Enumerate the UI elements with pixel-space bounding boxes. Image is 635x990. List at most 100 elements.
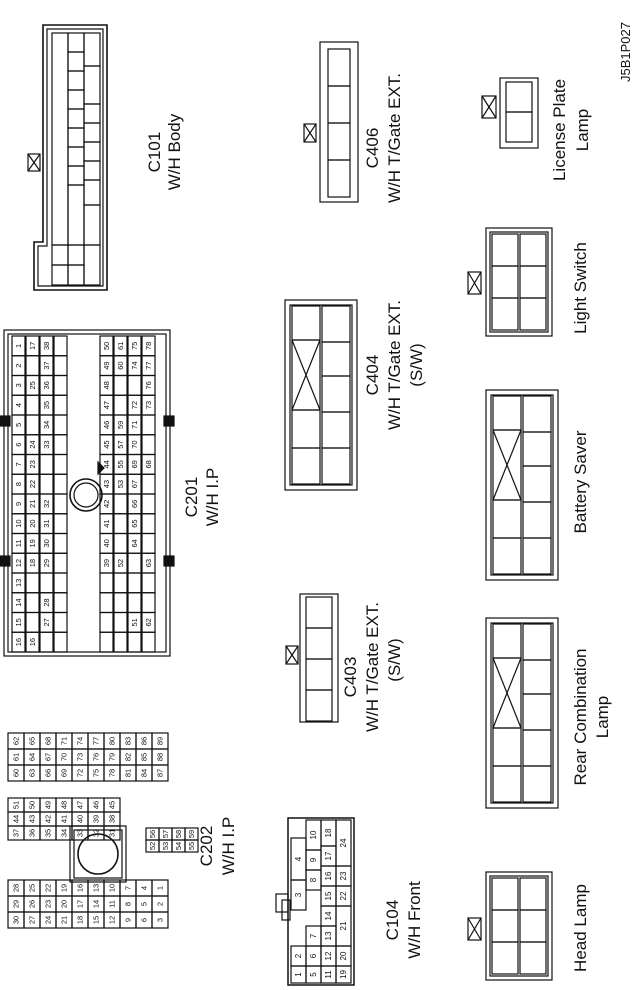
- pin-cell: [25, 611, 40, 633]
- pin-number: 32: [92, 829, 101, 837]
- pin-number: 39: [92, 815, 101, 823]
- latch: [0, 555, 11, 567]
- pin-cell: [141, 592, 156, 614]
- c404-inner: [289, 304, 353, 486]
- c101-housing-inner: [37, 28, 104, 287]
- pin-number: 24: [339, 838, 348, 847]
- pin-number: 75: [92, 769, 101, 777]
- blank-cavity-line: [492, 657, 522, 729]
- pin-cell: [151, 764, 169, 782]
- pin-number: 68: [144, 460, 153, 468]
- pin-number: 45: [102, 440, 111, 448]
- pin-number: 83: [124, 737, 133, 745]
- pin-number: 8: [309, 877, 318, 882]
- key-mark-line: [285, 645, 299, 665]
- c404-title: C404: [363, 355, 382, 396]
- pin-number: 70: [60, 753, 69, 761]
- pin-number: 50: [102, 342, 111, 350]
- c403-housing: [299, 593, 339, 723]
- pin-cell: [491, 233, 519, 267]
- pin-number: 20: [339, 951, 348, 960]
- pin-cell: [522, 395, 552, 433]
- pin-cell: [291, 447, 321, 485]
- pin-cell: [53, 513, 68, 535]
- pin-cell: [291, 409, 321, 449]
- key-mark-line: [481, 95, 497, 119]
- pin-number: 84: [140, 769, 149, 777]
- pin-number: 89: [156, 737, 165, 745]
- pin-cell: [67, 184, 85, 246]
- pin-number: 74: [130, 361, 139, 369]
- pin-number: 13: [92, 884, 101, 892]
- license-desc: Lamp: [573, 109, 592, 152]
- pin-cell: [522, 623, 552, 661]
- pin-number: 60: [116, 361, 125, 369]
- pin-number: 85: [140, 753, 149, 761]
- c201-inner: [7, 333, 167, 653]
- pin-number: 16: [76, 884, 85, 892]
- head-lamp-title: Head Lamp: [571, 884, 590, 972]
- pin-number: 24: [44, 916, 53, 924]
- pin-number: 17: [324, 851, 333, 860]
- center-boss-inner: [73, 482, 99, 508]
- pin-cell: [127, 572, 142, 594]
- pin-cell: [53, 434, 68, 456]
- pin-number: 34: [42, 421, 51, 429]
- pin-number: 18: [28, 559, 37, 567]
- pin-number: 33: [76, 829, 85, 837]
- pin-number: 22: [339, 891, 348, 900]
- pin-number: 58: [174, 830, 183, 838]
- pin-cell: [522, 765, 552, 803]
- c104-desc: W/H Front: [405, 881, 424, 959]
- pin-number: 4: [294, 856, 303, 861]
- c403-title: C403: [341, 657, 360, 698]
- pin-number: 23: [44, 900, 53, 908]
- pin-number: 86: [140, 737, 149, 745]
- pin-number: 76: [92, 753, 101, 761]
- pin-cell: [113, 572, 128, 594]
- pin-number: 6: [140, 918, 149, 922]
- pin-number: 59: [187, 830, 196, 838]
- battery-saver-inner: [490, 394, 554, 576]
- pin-cell: [113, 493, 128, 515]
- pin-number: 49: [102, 361, 111, 369]
- c202-boss-inner: [73, 829, 123, 879]
- latch: [0, 415, 11, 427]
- pin-cell: [39, 572, 54, 594]
- pin-cell: [522, 501, 552, 539]
- pin-number: 29: [12, 900, 21, 908]
- rear-lamp-title: Rear Combination: [571, 648, 590, 785]
- pin-number: 49: [44, 801, 53, 809]
- pin-number: 18: [76, 916, 85, 924]
- pin-cell: [53, 414, 68, 436]
- pin-cell: [67, 146, 85, 167]
- pin-number: 88: [156, 753, 165, 761]
- pin-number: 69: [60, 769, 69, 777]
- pin-number: 42: [44, 815, 53, 823]
- c406-housing: [319, 41, 359, 203]
- pin-number: 47: [102, 401, 111, 409]
- pin-cell: [141, 631, 156, 653]
- pin-number: 40: [76, 815, 85, 823]
- key-mark-line: [467, 271, 482, 295]
- pin-number: 61: [12, 753, 21, 761]
- latch: [163, 555, 175, 567]
- pin-cell: [321, 305, 351, 343]
- pin-number: 53: [116, 480, 125, 488]
- pin-cell: [519, 233, 547, 267]
- pin-cell: [127, 552, 142, 574]
- pin-number: 7: [14, 462, 23, 466]
- pin-number: 27: [42, 618, 51, 626]
- pin-cell: [67, 244, 85, 266]
- pin-number: 21: [28, 500, 37, 508]
- pin-number: 76: [144, 381, 153, 389]
- light-switch-housing: [485, 227, 553, 337]
- pin-cell: [335, 819, 352, 867]
- pin-number: 9: [124, 918, 133, 922]
- key-mark-line: [303, 123, 317, 143]
- pin-number: 30: [12, 916, 21, 924]
- c406-title: C406: [363, 128, 382, 169]
- pin-number: 54: [174, 842, 183, 850]
- pin-cell: [491, 909, 519, 943]
- pin-cell: [305, 596, 333, 629]
